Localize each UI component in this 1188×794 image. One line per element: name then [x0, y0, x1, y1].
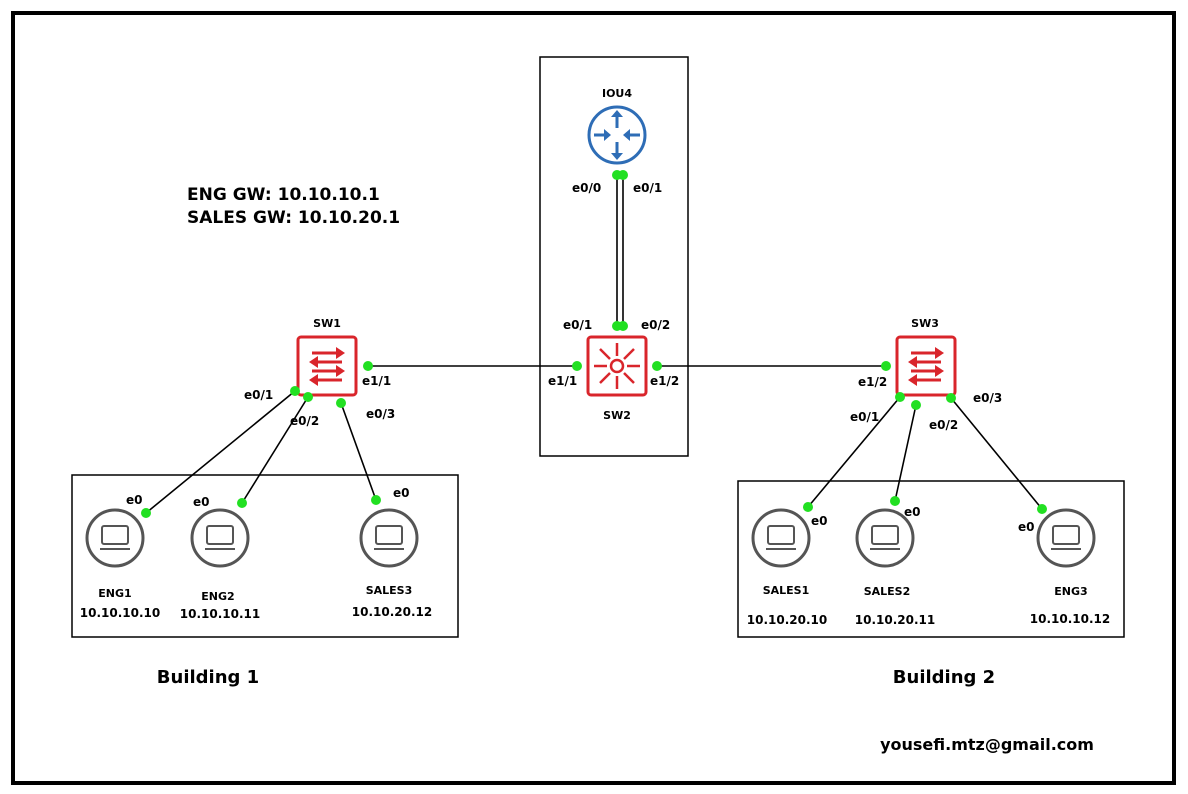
device-label-sw2: SW2: [603, 409, 631, 422]
port-label: e1/1: [548, 374, 577, 388]
port-label: e0/1: [244, 388, 273, 402]
device-label-eng1: ENG1: [98, 587, 131, 600]
device-label-sw3: SW3: [911, 317, 939, 330]
links: [145, 175, 1043, 514]
port-label: e0/1: [563, 318, 592, 332]
pc-sales1[interactable]: SALES1 10.10.20.10: [747, 508, 827, 627]
pc-sales2[interactable]: SALES2 10.10.20.11: [855, 508, 935, 627]
port-label: e0/2: [929, 418, 958, 432]
port-label: e0: [393, 486, 410, 500]
ip-label-sales2: 10.10.20.11: [855, 613, 935, 627]
core-box: [539, 56, 689, 457]
port-label: e1/2: [858, 375, 887, 389]
ip-label-eng3: 10.10.10.12: [1030, 612, 1110, 626]
pc-eng2[interactable]: ENG2 10.10.10.11: [180, 508, 260, 621]
port-label: e0/3: [973, 391, 1002, 405]
router-icon: [587, 105, 647, 165]
link-sw1-eng1: [145, 390, 296, 514]
port-labels: e0/0 e0/1 e0/1 e0/2 e1/1 e1/2 e1/1 e0/1 …: [126, 181, 1035, 534]
port-label: e0: [126, 493, 143, 507]
port-label: e0: [193, 495, 210, 509]
port-label: e0/1: [850, 410, 879, 424]
port-dots: [141, 170, 1047, 518]
pc-eng3[interactable]: ENG3 10.10.10.12: [1030, 508, 1110, 626]
port-label: e0/3: [366, 407, 395, 421]
ip-label-sales3: 10.10.20.12: [352, 605, 432, 619]
sales-gateway-note: SALES GW: 10.10.20.1: [187, 208, 400, 228]
device-label-eng2: ENG2: [201, 590, 234, 603]
pc-icon: [190, 508, 250, 568]
pc-icon: [85, 508, 145, 568]
pc-icon: [1036, 508, 1096, 568]
link-sw3-sales2: [894, 404, 917, 502]
device-label-sales1: SALES1: [763, 584, 810, 597]
switch-sw1[interactable]: SW1: [296, 317, 358, 397]
device-label-eng3: ENG3: [1054, 585, 1087, 598]
port-label: e0: [904, 505, 921, 519]
link-sw1-sales3: [340, 402, 377, 501]
switch-sw3[interactable]: SW3: [895, 317, 957, 397]
device-label-sw1: SW1: [313, 317, 341, 330]
port-label: e0/1: [633, 181, 662, 195]
ip-label-eng1: 10.10.10.10: [80, 606, 160, 620]
port-label: e1/2: [650, 374, 679, 388]
pc-icon: [855, 508, 915, 568]
port-label: e0: [1018, 520, 1035, 534]
router-iou4[interactable]: IOU4: [587, 87, 647, 165]
device-label-sales2: SALES2: [864, 585, 911, 598]
link-sw3-sales1: [807, 396, 901, 508]
port-label: e0/2: [641, 318, 670, 332]
link-sw3-eng3: [950, 397, 1043, 510]
ip-label-eng2: 10.10.10.11: [180, 607, 260, 621]
switch-icon: [895, 335, 957, 397]
pc-eng1[interactable]: ENG1 10.10.10.10: [80, 508, 160, 620]
building-2-label: Building 2: [893, 667, 995, 688]
pc-sales3[interactable]: SALES3 10.10.20.12: [352, 508, 432, 619]
switch-icon: [296, 335, 358, 397]
pc-icon: [751, 508, 811, 568]
building-1-box: [71, 474, 459, 638]
author-email: yousefi.mtz@gmail.com: [880, 735, 1094, 754]
pc-icon: [359, 508, 419, 568]
outer-frame: [11, 11, 1176, 785]
port-label: e0/0: [572, 181, 601, 195]
link-sw1-eng2: [241, 396, 309, 504]
port-label: e0/2: [290, 414, 319, 428]
device-label-iou4: IOU4: [602, 87, 632, 100]
port-label: e1/1: [362, 374, 391, 388]
port-label: e0: [811, 514, 828, 528]
switch-sw2[interactable]: SW2: [586, 335, 648, 422]
building-1-label: Building 1: [157, 667, 259, 688]
device-label-sales3: SALES3: [366, 584, 413, 597]
ip-label-sales1: 10.10.20.10: [747, 613, 827, 627]
building-2-box: [737, 480, 1125, 638]
eng-gateway-note: ENG GW: 10.10.10.1: [187, 185, 380, 205]
